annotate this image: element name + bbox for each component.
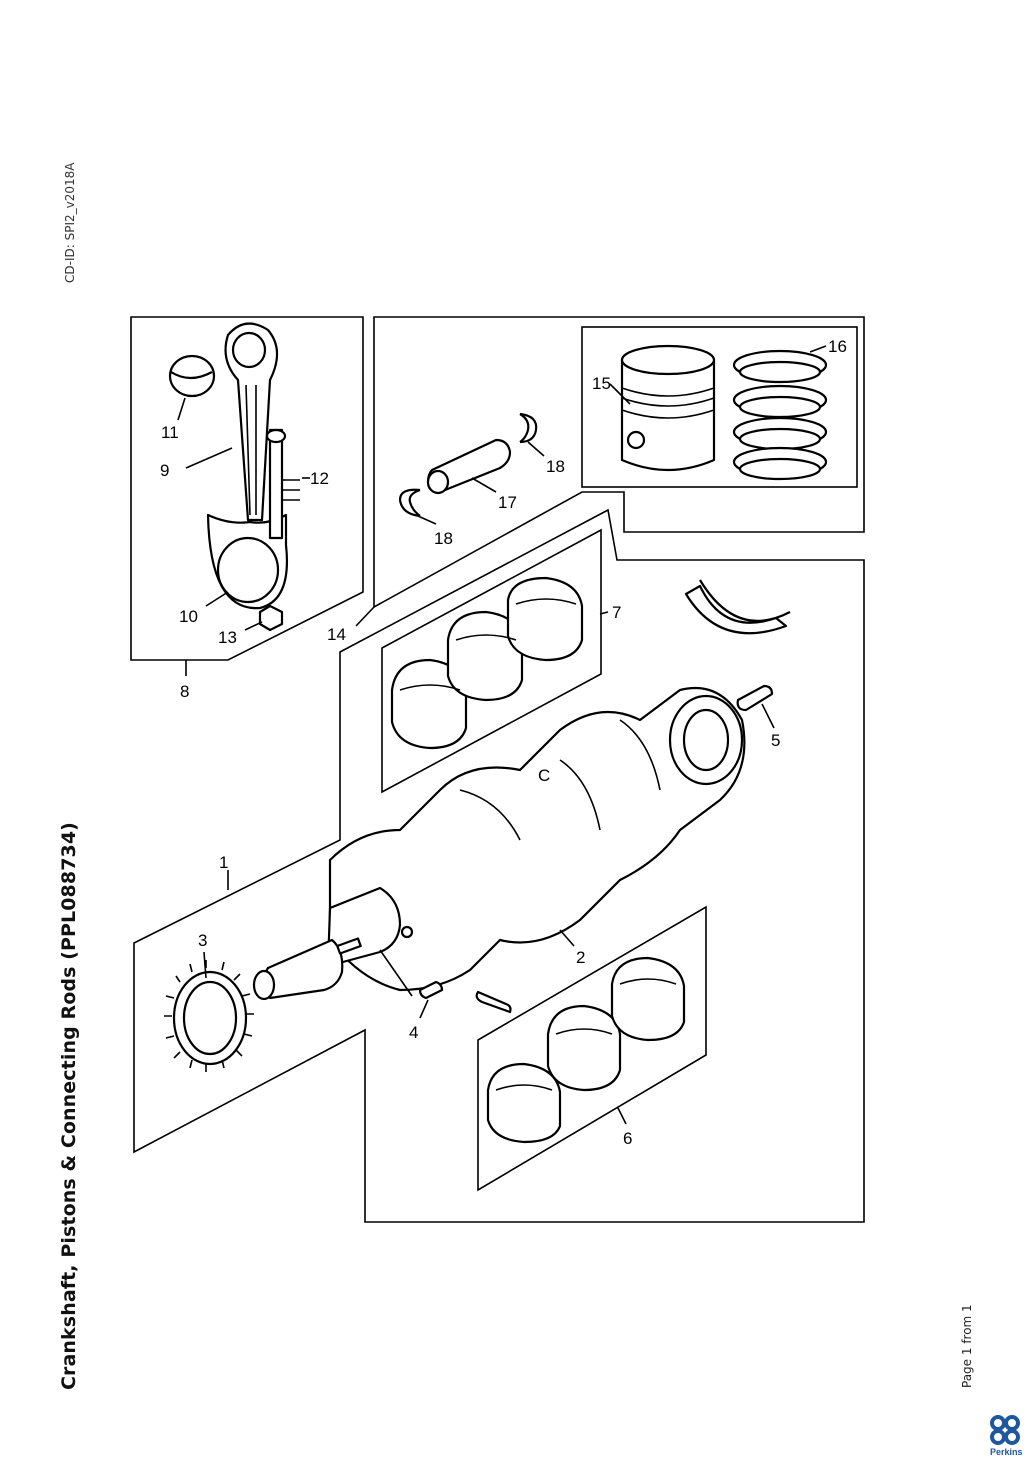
callout-2: 2 (576, 948, 585, 967)
group-frame-6 (477, 905, 707, 1192)
connecting-rod-drawing (168, 322, 310, 632)
piston-rings-drawing (732, 345, 828, 481)
group-frame-7 (381, 528, 602, 794)
callout-16: 16 (828, 337, 847, 356)
crank-marking: C (538, 766, 550, 785)
callout-7: 7 (612, 603, 621, 622)
callout-11: 11 (161, 423, 179, 442)
piston-pin-drawing (398, 412, 545, 525)
group-frame-1 (133, 508, 865, 1223)
callout-8: 8 (180, 682, 189, 701)
callout-3: 3 (198, 931, 207, 950)
callout-15: 15 (592, 374, 611, 393)
dowel-drawing (736, 684, 775, 729)
callout-13: 13 (218, 628, 237, 647)
callout-18-left: 18 (434, 529, 453, 548)
crank-gear-drawing (164, 951, 254, 1072)
perkins-wordmark: Perkins (990, 1447, 1023, 1457)
callout-14: 14 (327, 625, 346, 644)
callout-17: 17 (498, 493, 517, 512)
group-frame-15-16 (581, 326, 858, 488)
connecting-rod (224, 322, 279, 522)
crankshaft-key-drawing (379, 949, 512, 1019)
crankshaft-drawing (252, 686, 746, 1001)
piston-drawing (609, 344, 716, 472)
group-frame-8 (130, 316, 364, 661)
callout-1: 1 (219, 853, 228, 872)
callout-4: 4 (409, 1023, 418, 1042)
callout-18-right: 18 (546, 457, 565, 476)
rod-nut (258, 604, 284, 632)
callout-5: 5 (771, 731, 780, 750)
main-bearings-lower-drawing (486, 956, 686, 1144)
main-bearings-upper-drawing (390, 576, 609, 750)
callout-12: 12 (310, 469, 329, 488)
callout-10: 10 (179, 607, 198, 626)
callout-6: 6 (623, 1129, 632, 1148)
callout-9: 9 (160, 461, 169, 480)
thrust-washers-drawing (684, 579, 791, 635)
perkins-logo (990, 1415, 1020, 1445)
rod-bolt (268, 428, 284, 540)
group-frame-14 (373, 316, 865, 609)
